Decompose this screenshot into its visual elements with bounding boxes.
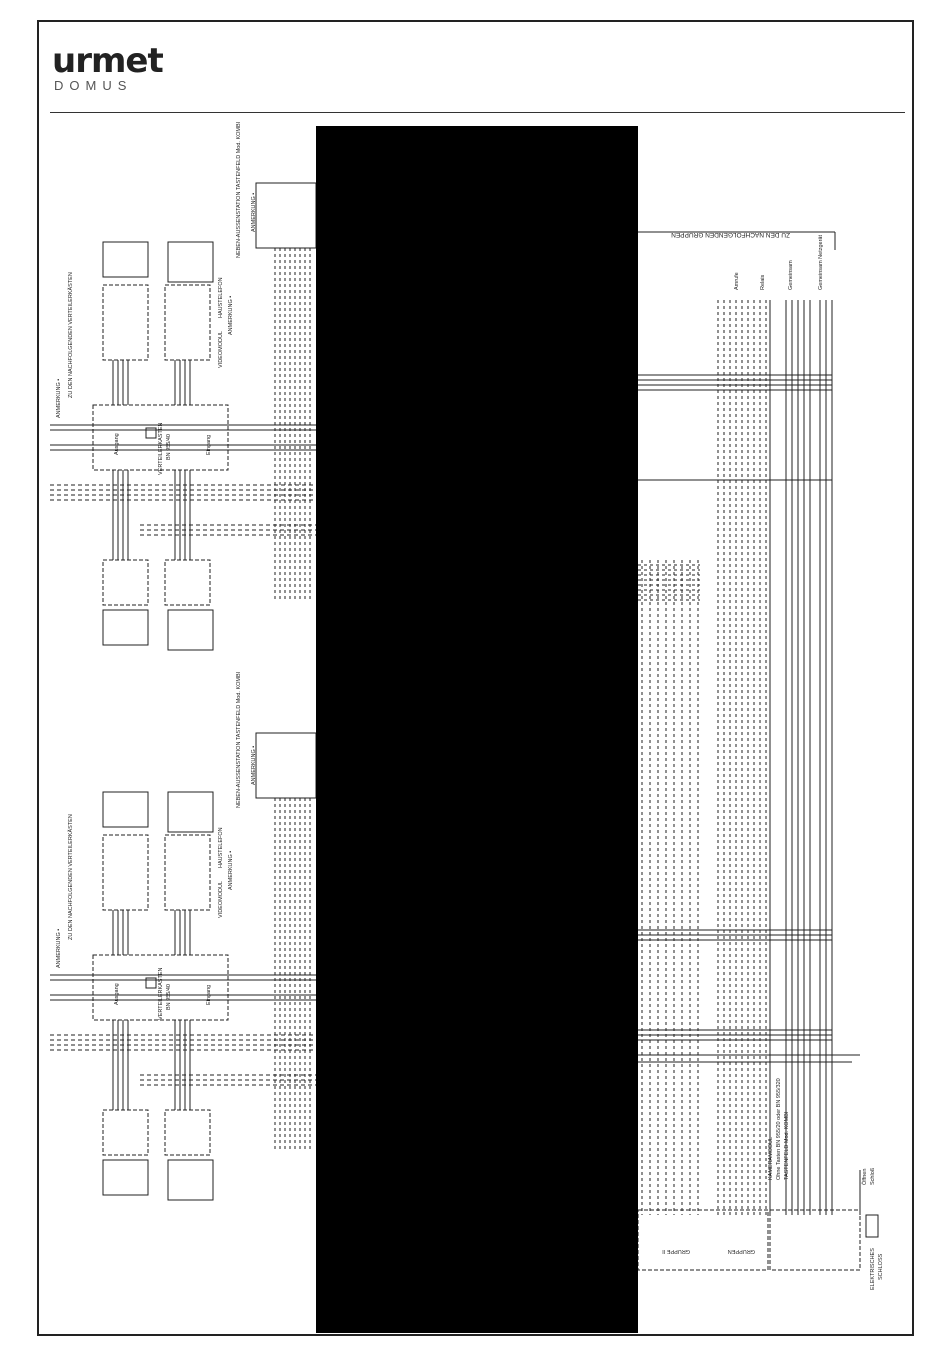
verteilerkasten-box-bottom: [92, 954, 229, 1021]
label-haustelefon-bottom: HAUSTELEFON: [218, 827, 224, 868]
label-elektrisches: ELEKTRISCHES: [870, 1248, 876, 1290]
label-schlo: Schloß: [870, 1167, 876, 1185]
label-zu-verteilerkasten-bottom: ZU DEN NACHFOLGENDEN VERTEILERKÄSTEN: [67, 814, 74, 940]
label-neben-station-bottom: NEBEN-AUSSENSTATION TASTENFELD Mod. KOMB…: [236, 671, 242, 808]
label-ausgang-bottom: Ausgang: [114, 983, 120, 1005]
header-rule: [50, 112, 905, 113]
label-videomodul-bottom: VIDEOMODUL: [218, 881, 224, 918]
label-gemeinsam: Gemeinsam: [788, 260, 794, 290]
terminal-box-lower-right-top: [164, 559, 211, 606]
door-lock: [865, 1214, 879, 1238]
label-gruppen: GRUPPEN: [728, 1248, 755, 1254]
label-anmerkung-neben-top: ANMERKUNG •: [251, 193, 257, 232]
label-kameramodul: KAMERAMODUL: [768, 1137, 774, 1180]
label-next-groups: ZU DEN NACHFOLGENDEN GRUPPEN: [671, 231, 790, 238]
label-ohne-tasten: Ohne Tasten BN 955/20 oder BN 955/320: [776, 1078, 782, 1180]
label-anmerkung-neben-bottom: ANMERKUNG •: [251, 746, 257, 785]
devices: [92, 182, 879, 1271]
label-zu-verteilerkasten-top: ZU DEN NACHFOLGENDEN VERTEILERKÄSTEN: [67, 272, 74, 398]
label-tastenfeld: TASTENFELD Mod. KOMBI: [784, 1111, 790, 1180]
label-verteilerkasten-top: VERTEILERKASTEN: [158, 423, 164, 475]
terminal-box-lower-left-bottom: [102, 1109, 149, 1156]
brand-subtitle: DOMUS: [54, 78, 133, 93]
redaction-block: [316, 126, 638, 1333]
label-anmerkung-bottom: ANMERKUNG •: [56, 929, 62, 968]
terminal-box-upper-right-top: [164, 284, 211, 361]
verteilerkasten-chip-bottom: [145, 977, 157, 989]
terminal-box-upper-left-top: [102, 284, 149, 361]
video-monitor-top-right-bottom: [167, 791, 214, 833]
label-anmerkung-video-top: ANMERKUNG •: [228, 296, 234, 335]
video-monitor-top-right-top: [167, 241, 214, 283]
neben-station-box-top: [255, 182, 317, 249]
terminal-box-upper-right-bottom: [164, 834, 211, 911]
label-haustelefon-top: HAUSTELEFON: [218, 277, 224, 318]
handset-bottom-left-top: [102, 609, 149, 646]
label-amrufe: Amrufe: [734, 272, 740, 290]
label-ausgang-top: Ausgang: [114, 433, 120, 455]
terminal-box-lower-left-top: [102, 559, 149, 606]
group-panel: [637, 1209, 769, 1271]
label-eingang-top: Eingang: [206, 435, 212, 455]
label-bn-bottom: BN 955/40: [166, 984, 172, 1010]
label-anmerkung-top: ANMERKUNG •: [56, 379, 62, 418]
label-gemeinsam-netzgerat: Gemeinsam Netzgerät: [818, 235, 824, 290]
label-videomodul-top: VIDEOMODUL: [218, 331, 224, 368]
label-relais: Relais: [760, 274, 766, 290]
verteilerkasten-box-top: [92, 404, 229, 471]
label-verteilerkasten-bottom: VERTEILERKASTEN: [158, 968, 164, 1020]
handset-top-left-bottom: [102, 791, 149, 828]
neben-station-box-bottom: [255, 732, 317, 799]
verteilerkasten-chip-top: [145, 427, 157, 439]
label-gruppe-ii: GRUPPE II: [662, 1248, 690, 1254]
camera-module-panel: [769, 1209, 861, 1271]
brand-name: urmet: [52, 41, 164, 81]
label-anmerkung-video-bottom: ANMERKUNG •: [228, 851, 234, 890]
wires: [50, 231, 861, 1215]
label-eingang-bottom: Eingang: [206, 985, 212, 1005]
terminal-box-upper-left-bottom: [102, 834, 149, 911]
label-neben-station-top: NEBEN-AUSSENSTATION TASTENFELD Mod. KOMB…: [236, 121, 242, 258]
handset-bottom-left-bottom: [102, 1159, 149, 1196]
video-monitor-bottom-right-bottom: [167, 1159, 214, 1201]
terminal-box-lower-right-bottom: [164, 1109, 211, 1156]
brand-logo: urmet DOMUS: [52, 41, 164, 93]
handset-top-left-top: [102, 241, 149, 278]
page-frame: [37, 20, 914, 1336]
label-schloss: SCHLOSS: [878, 1253, 884, 1280]
video-monitor-bottom-right-top: [167, 609, 214, 651]
label-offnen: Öffnen: [861, 1169, 868, 1185]
label-bn-top: BN 955/40: [166, 434, 172, 460]
